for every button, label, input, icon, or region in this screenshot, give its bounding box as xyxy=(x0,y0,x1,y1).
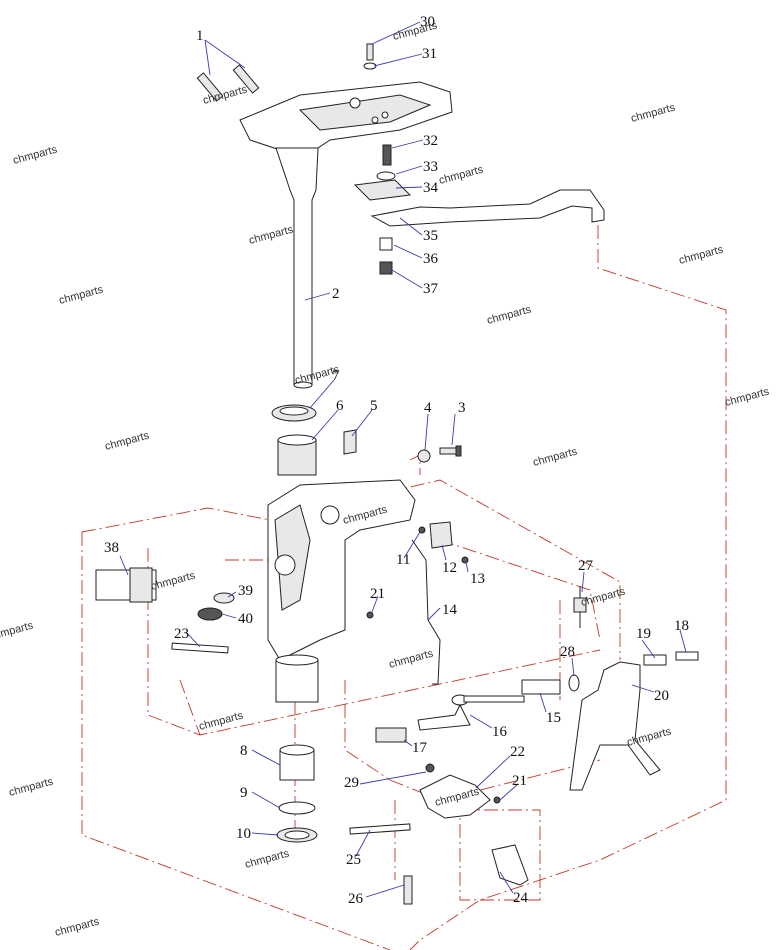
callout-18: 18 xyxy=(674,618,689,634)
callout-22: 22 xyxy=(510,744,525,760)
lower-bracket-22 xyxy=(419,763,501,819)
callout-2: 2 xyxy=(332,286,340,302)
watermark: chmparts xyxy=(438,163,485,186)
callout-37: 37 xyxy=(423,281,439,297)
steering-shaft xyxy=(275,147,319,389)
washer-nut-39-40 xyxy=(197,592,235,621)
callout-5: 5 xyxy=(370,398,378,414)
watermark: chmparts xyxy=(486,303,533,326)
watermark: chmparts xyxy=(630,101,677,124)
watermark: chmparts xyxy=(724,385,771,408)
handle-hardware xyxy=(353,43,605,275)
callout-27: 27 xyxy=(578,558,594,574)
callout-9: 9 xyxy=(240,785,248,801)
callout-36: 36 xyxy=(423,251,439,267)
long-pin-23 xyxy=(171,642,229,654)
callout-10: 10 xyxy=(236,826,251,842)
callout-3: 3 xyxy=(458,400,466,416)
stud-bolts xyxy=(196,64,260,102)
watermark: chmparts xyxy=(532,445,579,468)
callout-14: 14 xyxy=(442,602,458,618)
callout-19: 19 xyxy=(636,626,651,642)
steering-bracket xyxy=(239,81,453,161)
callout-34: 34 xyxy=(423,180,439,196)
callout-25: 25 xyxy=(346,852,361,868)
callout-21-upper: 21 xyxy=(370,586,385,602)
assembly-outlines xyxy=(81,225,727,950)
watermark: chmparts xyxy=(104,429,151,452)
bracket-12 xyxy=(418,521,469,564)
watermark: chmparts xyxy=(58,283,105,306)
callout-24: 24 xyxy=(513,890,529,906)
watermark: chmparts xyxy=(8,775,55,798)
callout-29: 29 xyxy=(344,775,359,791)
callout-26: 26 xyxy=(348,891,364,907)
callout-8: 8 xyxy=(240,743,248,759)
callout-30: 30 xyxy=(420,14,435,30)
tilt-lever-parts xyxy=(375,674,580,743)
callout-15: 15 xyxy=(546,710,561,726)
watermark: chmparts xyxy=(388,647,435,670)
callout-11: 11 xyxy=(396,552,410,568)
callout-16: 16 xyxy=(492,724,508,740)
callout-21-lower: 21 xyxy=(512,773,527,789)
callout-labels: 1 2 3 4 5 6 7 8 9 10 11 12 13 14 15 16 1… xyxy=(104,14,689,907)
callout-35: 35 xyxy=(423,228,438,244)
lower-pin-spring xyxy=(349,823,529,905)
callout-13: 13 xyxy=(470,571,485,587)
watermark: chmparts xyxy=(198,709,245,732)
callout-7: 7 xyxy=(332,368,340,384)
spring-27 xyxy=(573,586,587,628)
watermark: chmparts xyxy=(244,847,291,870)
callout-1: 1 xyxy=(196,28,204,44)
callout-23: 23 xyxy=(174,626,189,642)
callout-39: 39 xyxy=(238,583,253,599)
tilt-tube xyxy=(95,567,157,603)
watermark: chmparts xyxy=(248,223,295,246)
callout-32: 32 xyxy=(423,133,438,149)
rod-14 xyxy=(411,539,441,685)
callout-31: 31 xyxy=(422,46,437,62)
watermark: chmparts xyxy=(0,619,35,642)
watermark: chmparts xyxy=(678,243,725,266)
callout-33: 33 xyxy=(423,159,438,175)
tilt-stand-20 xyxy=(569,651,699,791)
callout-4: 4 xyxy=(424,400,432,416)
upper-bushing-set xyxy=(271,404,357,476)
callout-38: 38 xyxy=(104,540,119,556)
callout-28: 28 xyxy=(560,644,575,660)
bolt-washer-3-4 xyxy=(417,445,462,463)
callout-40: 40 xyxy=(238,611,253,627)
callout-17: 17 xyxy=(412,740,428,756)
callout-20: 20 xyxy=(654,688,669,704)
watermark: chmparts xyxy=(12,143,59,166)
screw-21 xyxy=(366,611,374,619)
callout-12: 12 xyxy=(442,560,457,576)
swivel-bracket xyxy=(267,479,416,703)
watermark: chmparts xyxy=(392,19,439,42)
leader-lines xyxy=(119,21,687,898)
watermark: chmparts xyxy=(54,915,101,938)
watermark: chmparts xyxy=(150,569,197,592)
callout-6: 6 xyxy=(336,398,344,414)
lower-bushing-set xyxy=(276,744,318,843)
